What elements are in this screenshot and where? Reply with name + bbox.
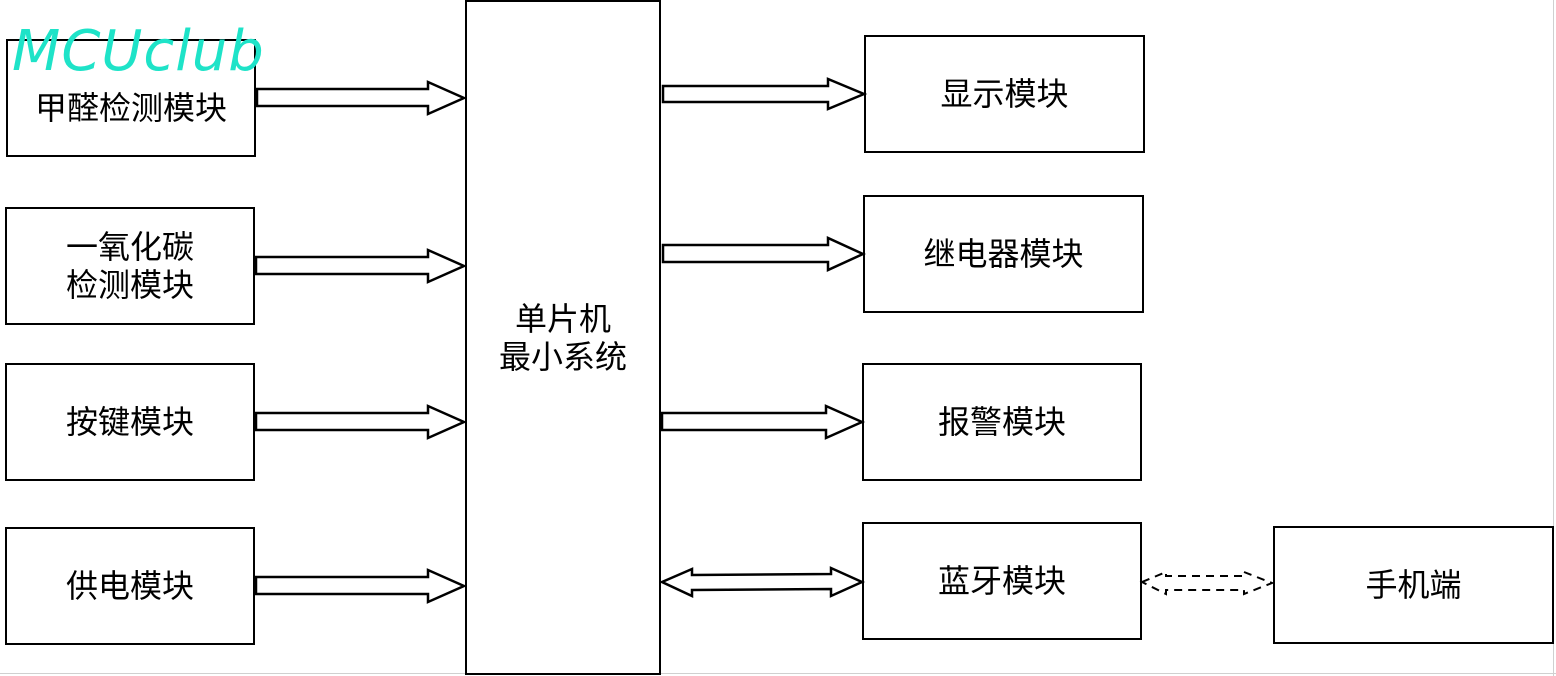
arrow-bluetooth-phone-wireless	[1139, 570, 1275, 596]
power-module-box: 供电模块	[5, 527, 255, 645]
co-module-label-line1: 一氧化碳	[65, 228, 194, 266]
display-module-box: 显示模块	[864, 35, 1145, 153]
formaldehyde-module-label: 甲醛检测模块	[34, 89, 227, 127]
mcuclub-watermark: MCUclub	[12, 19, 265, 84]
arrow-mcu-to-alarm	[660, 404, 866, 440]
arrow-co-to-mcu	[254, 248, 468, 284]
arrow-mcu-to-display	[661, 77, 868, 111]
mcu-box: 单片机 最小系统	[465, 0, 661, 675]
keys-module-box: 按键模块	[5, 363, 255, 481]
arrow-mcu-bluetooth-bidirectional	[658, 566, 866, 598]
mcu-label-line2: 最小系统	[498, 337, 627, 376]
formaldehyde-module-box: 甲醛检测模块	[6, 39, 256, 157]
alarm-module-label: 报警模块	[937, 403, 1066, 441]
arrow-formaldehyde-to-mcu	[255, 80, 468, 116]
relay-module-label: 继电器模块	[923, 235, 1084, 273]
co-module-label-line2: 检测模块	[65, 266, 194, 304]
phone-box: 手机端	[1273, 526, 1554, 644]
power-module-label: 供电模块	[65, 567, 194, 605]
phone-label: 手机端	[1365, 566, 1462, 604]
arrow-keys-to-mcu	[254, 404, 468, 440]
display-module-label: 显示模块	[940, 75, 1069, 113]
alarm-module-box: 报警模块	[862, 363, 1142, 481]
relay-module-box: 继电器模块	[863, 195, 1144, 313]
frame-bottom-edge	[0, 673, 1556, 674]
bluetooth-module-box: 蓝牙模块	[862, 522, 1142, 640]
co-module-box: 一氧化碳 检测模块	[5, 207, 255, 325]
frame-right-edge	[1553, 0, 1554, 676]
keys-module-label: 按键模块	[65, 403, 194, 441]
mcu-label-line1: 单片机	[514, 299, 611, 338]
arrow-power-to-mcu	[254, 568, 468, 604]
bluetooth-module-label: 蓝牙模块	[937, 562, 1066, 600]
arrow-mcu-to-relay	[661, 236, 867, 272]
